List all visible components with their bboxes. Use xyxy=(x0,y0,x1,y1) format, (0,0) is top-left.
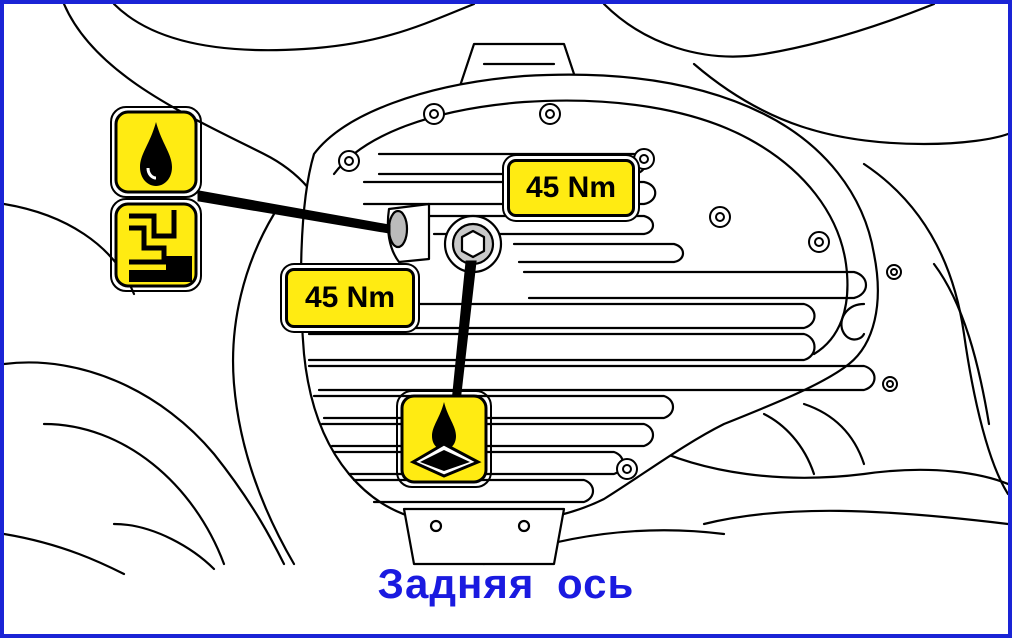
chassis-line xyxy=(642,442,1008,486)
chassis-line xyxy=(112,522,216,571)
cooling-rib xyxy=(307,332,816,362)
chassis-line xyxy=(112,4,476,52)
cover-bolt xyxy=(539,103,561,125)
diagram-frame: 45 Nm 45 Nm Задняя ось xyxy=(4,4,1008,634)
chassis-line xyxy=(231,212,296,566)
cooling-rib xyxy=(512,242,685,264)
chassis-line xyxy=(692,62,1008,146)
chassis-line xyxy=(932,262,991,426)
rear-axle-diagram xyxy=(4,4,1008,576)
cover-bolt xyxy=(338,150,360,172)
cover-bolt xyxy=(633,148,655,170)
cover-bolt xyxy=(709,206,731,228)
cooling-rib xyxy=(522,270,868,300)
cooling-rib xyxy=(320,422,655,448)
chassis-line xyxy=(4,361,286,566)
mount-bolt xyxy=(429,519,443,533)
side-hook xyxy=(840,302,866,341)
mount-bolt xyxy=(517,519,531,533)
cover-bolt xyxy=(882,376,898,392)
cooling-rib xyxy=(362,180,657,206)
chassis-line xyxy=(702,509,1008,526)
cover-bolt xyxy=(616,458,638,480)
cover-bolt xyxy=(808,231,830,253)
chassis-line xyxy=(862,162,1008,496)
cover-bolt xyxy=(423,103,445,125)
chassis-line xyxy=(602,4,936,58)
chassis-line xyxy=(4,532,126,576)
oil-drop-icon xyxy=(110,106,202,198)
leader-line-fill xyxy=(197,190,391,234)
axle-tube xyxy=(762,412,816,476)
cooling-rib xyxy=(312,394,675,420)
cooling-rib xyxy=(422,214,655,236)
torque-label-filler-plug: 45 Nm xyxy=(285,268,415,328)
bottom-mount xyxy=(402,507,566,566)
diagram-caption: Задняя ось xyxy=(377,560,635,607)
drain-plug-hex xyxy=(460,229,486,259)
filler-plug xyxy=(387,209,409,249)
chassis-line xyxy=(42,422,226,566)
cooling-rib xyxy=(352,478,595,504)
oil-drain-icon xyxy=(396,390,492,488)
torque-label-cover-bolt: 45 Nm xyxy=(507,159,635,217)
oil-level-check-icon xyxy=(110,198,202,292)
cooling-rib xyxy=(307,302,816,330)
axle-tube xyxy=(802,402,866,466)
cover-bolt xyxy=(886,264,902,280)
cooling-rib xyxy=(307,364,876,392)
